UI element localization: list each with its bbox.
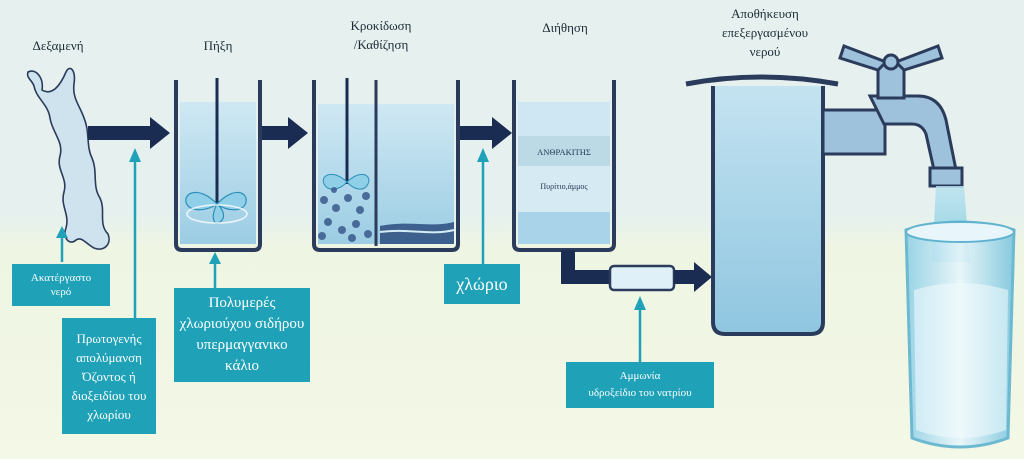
coagulation-tank: [174, 78, 262, 252]
filter-layer-anthracite: ΑΝΘΡΑΚΙΤΗΣ: [537, 147, 591, 157]
faucet: [821, 44, 964, 188]
flow-arrows: [88, 117, 512, 149]
stage-title-filtration: Διήθηση: [542, 20, 588, 35]
callout-coagulants-line4: κάλιο: [225, 358, 259, 374]
callout-chlorine-label: χλώριο: [456, 273, 508, 294]
stage-title-reservoir: Δεξαμενή: [32, 38, 84, 53]
callout-chlorine: χλώριο: [444, 264, 520, 304]
callout-coagulants-line2: χλωριούχου σιδήρου: [179, 316, 305, 332]
callout-primary-disinfection-line3: Όζοντος ή: [82, 368, 136, 384]
flocculation-tank: [312, 78, 460, 252]
callout-primary-disinfection-line4: διοξειδίου του: [71, 387, 147, 403]
storage-tank: [685, 74, 839, 336]
stage-title-storage-line1: Αποθήκευση: [731, 6, 799, 21]
callout-raw-water: Ακατέργαστο νερό: [12, 264, 110, 306]
callout-raw-water-line2: νερό: [50, 286, 72, 298]
callout-primary-disinfection-line5: χλωρίου: [87, 406, 131, 422]
callout-connectors: [56, 148, 646, 362]
drinking-glass: [904, 186, 1016, 449]
callout-coagulants: Πολυμερές χλωριούχου σιδήρου υπερμαγγανι…: [174, 288, 310, 382]
callout-ammonia-line2: υδροξείδιο του νατρίου: [588, 387, 692, 399]
callout-coagulants-line1: Πολυμερές: [208, 295, 276, 311]
filtration-tank: [512, 80, 616, 252]
callout-coagulants-line3: υπερμαγγανικο: [196, 337, 288, 353]
stage-title-storage-line3: νερού: [749, 44, 781, 59]
callout-raw-water-line1: Ακατέργαστο: [30, 272, 92, 284]
callout-primary-disinfection-line2: απολύμανση: [76, 349, 142, 365]
stage-title-flocculation-line2: /Καθίζηση: [353, 37, 409, 52]
callout-primary-disinfection: Πρωτογενής απολύμανση Όζοντος ή διοξειδί…: [62, 318, 156, 434]
callout-primary-disinfection-line1: Πρωτογενής: [76, 330, 142, 346]
stage-title-storage-line2: επεξεργασμένου: [721, 25, 809, 40]
filter-layer-silica-sand: Πυρίτιο,άμμος: [540, 182, 588, 191]
stage-title-flocculation-line1: Κροκίδωση: [350, 18, 412, 33]
stage-title-coagulation: Πήξη: [203, 38, 233, 53]
outlet-pipe: [561, 250, 712, 292]
callout-ammonia-line1: Αμμωνία: [619, 370, 661, 382]
reservoir-lake-shape: [26, 67, 110, 250]
callout-ammonia: Αμμωνία υδροξείδιο του νατρίου: [566, 362, 714, 408]
